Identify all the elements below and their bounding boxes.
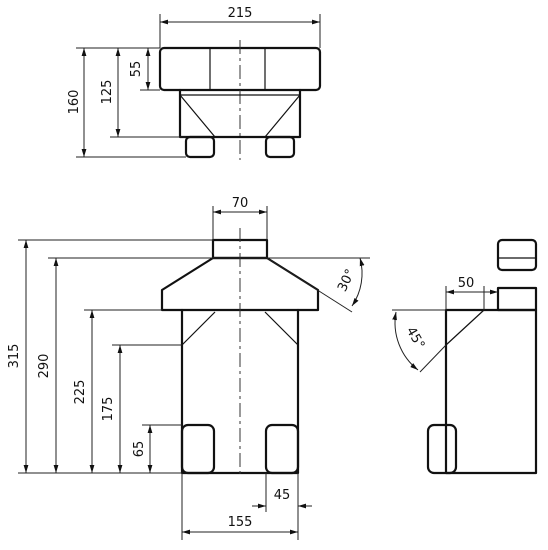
- top-view-chamfer-right: [264, 94, 301, 138]
- top-view: 215 160 125 55: [67, 6, 322, 160]
- dim-70-label: 70: [232, 196, 249, 211]
- front-view-foot-left: [180, 423, 216, 475]
- dim-160-label: 160: [67, 90, 82, 115]
- side-view-foot: [426, 423, 458, 475]
- dim-215-label: 215: [228, 6, 253, 21]
- front-view: 70 315 290 225 175 65 45 155: [7, 196, 370, 540]
- front-view-chamfer-right: [264, 311, 299, 346]
- front-view-chamfer-left: [181, 311, 216, 346]
- top-view-foot-right: [264, 135, 296, 159]
- dim-45-label: 45: [274, 488, 291, 503]
- side-view-chamfer: [445, 309, 485, 346]
- angle-30-arc: [351, 257, 365, 307]
- top-view-foot-left: [184, 135, 216, 159]
- dim-225-label: 225: [73, 380, 88, 405]
- dim-55-label: 55: [129, 61, 144, 78]
- dim-155-label: 155: [228, 515, 253, 530]
- angle-45-extension: [419, 344, 447, 373]
- dim-65-label: 65: [132, 441, 147, 458]
- dim-175-label: 175: [101, 397, 116, 422]
- top-view-body: [178, 88, 302, 139]
- angle-45-label: 45°: [403, 325, 428, 352]
- angle-30-extension: [266, 257, 353, 313]
- side-view-mid-block: [496, 286, 538, 312]
- dim-50-label: 50: [458, 276, 475, 291]
- side-view: 50 45°: [392, 238, 538, 475]
- front-view-foot-right: [264, 423, 300, 475]
- dim-290-label: 290: [37, 354, 52, 379]
- angle-30-label: 30°: [335, 267, 358, 294]
- side-view-top-block: [496, 238, 538, 272]
- angle-45-arc: [392, 311, 419, 371]
- side-view-body: [444, 308, 538, 475]
- top-view-chamfer-left: [179, 94, 216, 138]
- dim-125-label: 125: [100, 80, 115, 105]
- dim-315-label: 315: [7, 344, 22, 369]
